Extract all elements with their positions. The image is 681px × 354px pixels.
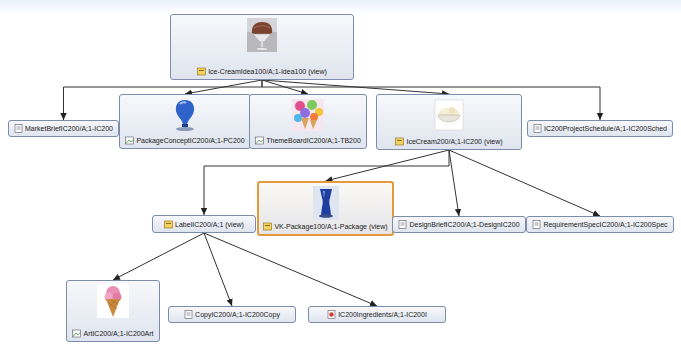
label-row: ThemeBoardIC200/A;1-TB200	[250, 135, 366, 146]
item-label: IC200ProjectSchedule/A;1-IC200Sched	[544, 124, 667, 133]
item-icon	[14, 124, 23, 133]
label-row: ArtIC200/A;1-IC200Art	[67, 328, 159, 339]
item-node: MarketBriefIC200/A;1-IC200	[8, 120, 119, 137]
item-icon	[125, 136, 134, 145]
label-row: LabelIC200/A;1 (view)	[153, 219, 255, 230]
item-icon	[164, 220, 173, 229]
item-icon	[263, 222, 272, 231]
item-label: ThemeBoardIC200/A;1-TB200	[266, 136, 361, 145]
item-icon	[398, 220, 407, 229]
thumbnail-node: Ice-CreamIdea100/A;1-Idea100 (view)	[170, 14, 354, 80]
thumbnail-node: PackageConceptIC200/A;1-PC200	[119, 94, 251, 149]
item-label: PackageConceptIC200/A;1-PC200	[136, 136, 244, 145]
item-label: VK-Package100/A;1-Package (view)	[274, 222, 387, 231]
thumbnail-picture	[310, 186, 342, 220]
item-node: LabelIC200/A;1 (view)	[152, 215, 256, 233]
label-row: VK-Package100/A;1-Package (view)	[259, 221, 392, 232]
label-row: Ice-CreamIdea100/A;1-Idea100 (view)	[171, 66, 353, 77]
thumbnail-node: IceCream200/A;1-IC200 (view)	[376, 94, 522, 150]
tree-connector	[113, 233, 204, 280]
item-icon	[255, 136, 264, 145]
tree-connector	[185, 80, 262, 94]
tree-connector	[449, 150, 600, 216]
thumbnail-picture	[97, 284, 129, 318]
item-icon	[184, 310, 193, 319]
item-icon	[197, 67, 206, 76]
item-label: LabelIC200/A;1 (view)	[175, 220, 244, 229]
tree-connector	[449, 150, 459, 216]
thumbnail-picture	[246, 18, 278, 52]
item-label: IceCream200/A;1-IC200 (view)	[406, 137, 502, 146]
item-icon	[533, 124, 542, 133]
item-label: Ice-CreamIdea100/A;1-Idea100 (view)	[208, 67, 327, 76]
label-row: IC200ProjectSchedule/A;1-IC200Sched	[528, 123, 672, 134]
thumbnail-picture	[169, 98, 201, 132]
item-icon	[72, 329, 81, 338]
thumbnail-picture	[433, 98, 465, 132]
item-node: DesignBriefIC200/A;1-DesignIC200	[392, 216, 526, 233]
item-label: RequirementSpecIC200/A;1-IC200Spec	[543, 220, 667, 229]
label-row: IC200Ingredients/A;1-IC200I	[309, 309, 445, 320]
thumbnail-node: ThemeBoardIC200/A;1-TB200	[249, 94, 367, 149]
label-row: CopyIC200/A;1-IC200Copy	[169, 309, 295, 320]
item-node: IC200Ingredients/A;1-IC200I	[308, 306, 446, 323]
item-node: RequirementSpecIC200/A;1-IC200Spec	[526, 216, 674, 233]
item-label: IC200Ingredients/A;1-IC200I	[338, 310, 427, 319]
thumbnail-node: VK-Package100/A;1-Package (view)	[257, 181, 394, 236]
item-icon	[327, 310, 336, 319]
item-icon	[532, 220, 541, 229]
tree-connector	[204, 233, 232, 306]
thumbnail-node: ArtIC200/A;1-IC200Art	[66, 280, 160, 342]
tree-connector	[204, 233, 377, 306]
label-row: RequirementSpecIC200/A;1-IC200Spec	[527, 219, 673, 230]
tree-connector	[326, 150, 450, 181]
item-node: IC200ProjectSchedule/A;1-IC200Sched	[527, 120, 673, 137]
item-node: CopyIC200/A;1-IC200Copy	[168, 306, 296, 323]
item-label: ArtIC200/A;1-IC200Art	[83, 329, 153, 338]
thumbnail-picture	[292, 98, 324, 132]
item-label: MarketBriefIC200/A;1-IC200	[25, 124, 113, 133]
item-label: CopyIC200/A;1-IC200Copy	[195, 310, 280, 319]
item-icon	[395, 137, 404, 146]
label-row: MarketBriefIC200/A;1-IC200	[9, 123, 118, 134]
label-row: IceCream200/A;1-IC200 (view)	[377, 136, 521, 147]
label-row: DesignBriefIC200/A;1-DesignIC200	[393, 219, 525, 230]
item-label: DesignBriefIC200/A;1-DesignIC200	[409, 220, 519, 229]
label-row: PackageConceptIC200/A;1-PC200	[120, 135, 250, 146]
